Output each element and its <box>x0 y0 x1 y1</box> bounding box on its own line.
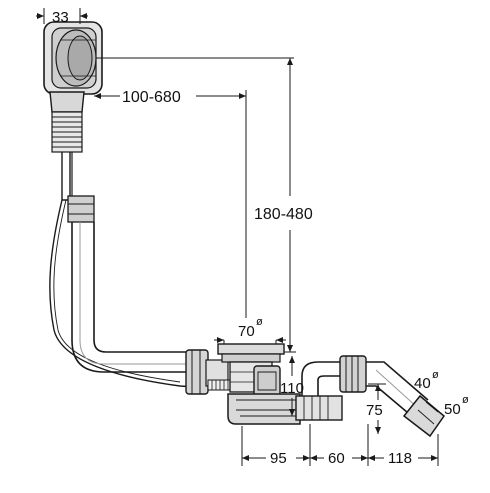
dim-40-diameter: ø <box>432 369 439 381</box>
overflow-neck <box>49 91 85 153</box>
bowden-cable <box>49 199 211 389</box>
dim-50-diameter: ø <box>462 394 469 406</box>
dim-40: 40 <box>414 375 431 392</box>
pipe-coupling <box>185 349 229 395</box>
trap-body <box>227 393 301 425</box>
dim-50: 50 <box>444 401 461 418</box>
overflow-pipe <box>71 222 190 373</box>
ribbed-hose <box>51 111 83 153</box>
dim-118: 118 <box>388 450 412 467</box>
dim-70: 70 <box>238 323 255 340</box>
dim-75: 75 <box>366 402 383 419</box>
siphon-nut <box>339 355 367 393</box>
overflow-head <box>43 21 103 95</box>
outlet-socket <box>402 394 446 438</box>
dim-110: 110 <box>280 380 304 397</box>
trap-connector <box>295 395 343 421</box>
drain-valve <box>253 365 281 397</box>
dimension-labels: 33 100-680 180-480 70 ø 110 75 40 ø 50 ø… <box>52 9 469 467</box>
dim-70-diameter: ø <box>256 316 263 328</box>
dim-33: 33 <box>52 9 69 26</box>
dim-100-680: 100-680 <box>122 89 181 106</box>
overflow-tube <box>61 152 95 223</box>
dimension-lines <box>36 8 439 466</box>
siphon-riser <box>301 361 342 396</box>
dim-60: 60 <box>328 450 345 467</box>
dim-95: 95 <box>270 450 287 467</box>
dim-180-480: 180-480 <box>254 206 313 223</box>
